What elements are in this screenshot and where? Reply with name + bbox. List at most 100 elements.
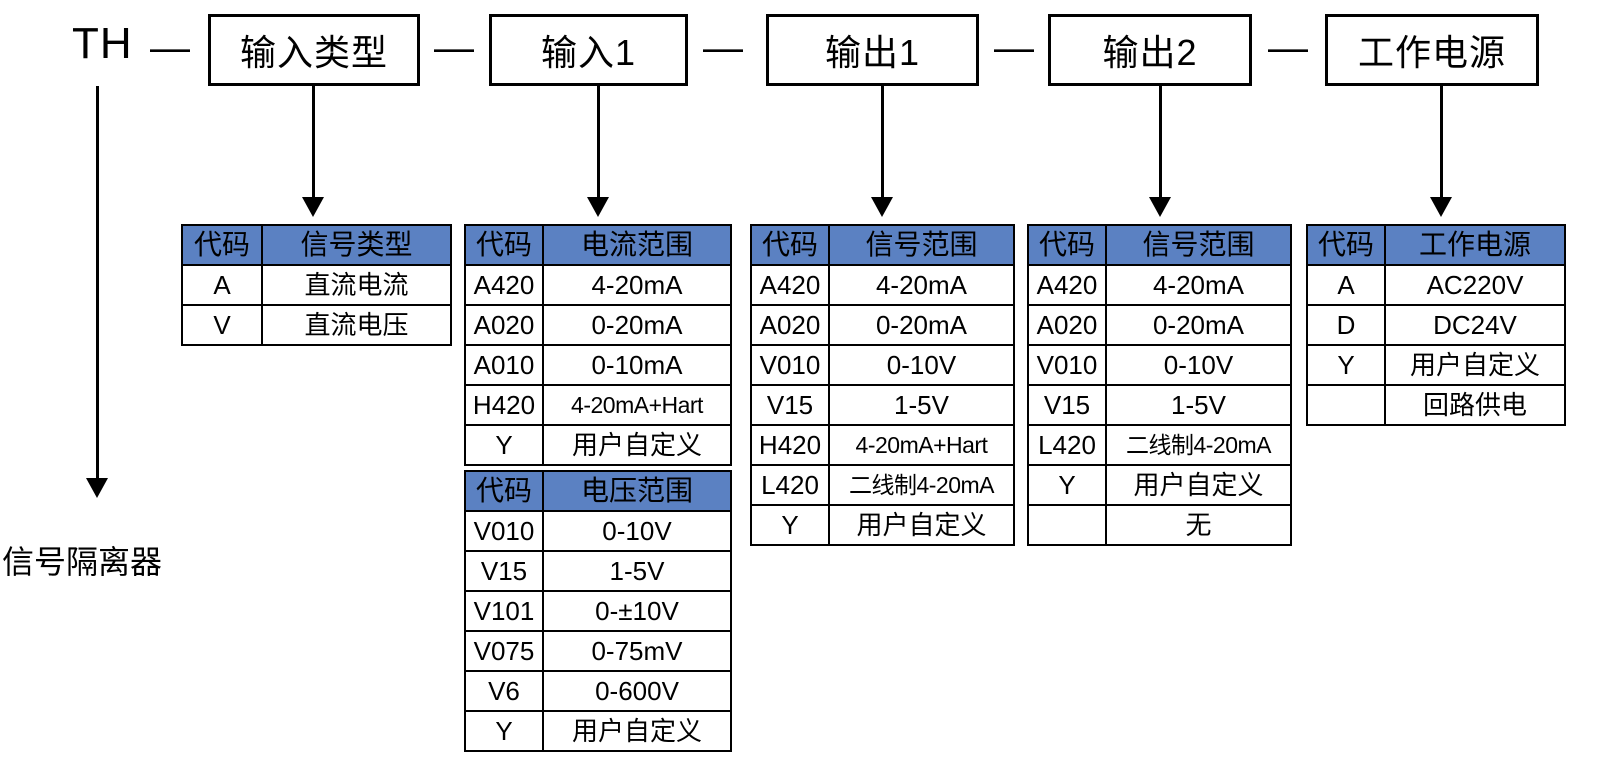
cell-code <box>1306 384 1386 426</box>
cell-value: 4-20mA <box>542 264 732 306</box>
connector-arrow-output1 <box>871 197 893 217</box>
separator-dash-3: — <box>703 26 743 70</box>
connector-arrow-output2 <box>1149 197 1171 217</box>
cell-value: AC220V <box>1384 264 1566 306</box>
cell-value: 4-20mA+Hart <box>542 384 732 426</box>
segment-box-output2: 输出2 <box>1048 14 1252 86</box>
table-row: 无 <box>1027 504 1292 546</box>
cell-code: L420 <box>1027 424 1107 466</box>
connector-arrow-input-type <box>302 197 324 217</box>
column-header-value: 工作电源 <box>1384 224 1566 266</box>
cell-code: Y <box>1027 464 1107 506</box>
cell-code: V010 <box>750 344 830 386</box>
cell-code: V15 <box>1027 384 1107 426</box>
segment-box-input1: 输入1 <box>489 14 688 86</box>
segment-box-input-type: 输入类型 <box>208 14 420 86</box>
connector-arrow-power <box>1430 197 1452 217</box>
cell-code: A010 <box>464 344 544 386</box>
cell-code: A020 <box>1027 304 1107 346</box>
separator-dash-5: — <box>1268 26 1308 70</box>
column-header-value: 信号类型 <box>261 224 452 266</box>
cell-code: A020 <box>750 304 830 346</box>
column-header-code: 代码 <box>750 224 830 266</box>
segment-box-power: 工作电源 <box>1325 14 1539 86</box>
cell-value: 1-5V <box>542 550 732 592</box>
column-header-code: 代码 <box>464 470 544 512</box>
column-header-value: 信号范围 <box>828 224 1015 266</box>
cell-code: A020 <box>464 304 544 346</box>
cell-code: A420 <box>1027 264 1107 306</box>
cell-value: 用户自定义 <box>1384 344 1566 386</box>
column-header-code: 代码 <box>181 224 263 266</box>
cell-code <box>1027 504 1107 546</box>
cell-code: A420 <box>464 264 544 306</box>
product-caption: 信号隔离器 <box>2 544 163 580</box>
table-header-row: 代码工作电源 <box>1306 224 1566 266</box>
cell-value: 直流电压 <box>261 304 452 346</box>
cell-code: H420 <box>464 384 544 426</box>
cell-value: 0-10V <box>1105 344 1292 386</box>
cell-value: 0-20mA <box>542 304 732 346</box>
column-header-value: 电流范围 <box>542 224 732 266</box>
table-header-row: 代码信号类型 <box>181 224 452 266</box>
column-header-code: 代码 <box>464 224 544 266</box>
cell-code: Y <box>464 710 544 752</box>
cell-value: 0-10V <box>828 344 1015 386</box>
cell-value: 无 <box>1105 504 1292 546</box>
separator-dash-2: — <box>434 26 474 70</box>
cell-value: 0-10mA <box>542 344 732 386</box>
table-header-row: 代码信号范围 <box>750 224 1015 266</box>
connector-arrow-input1 <box>587 197 609 217</box>
cell-code: V075 <box>464 630 544 672</box>
column-header-code: 代码 <box>1306 224 1386 266</box>
cell-value: 0-20mA <box>1105 304 1292 346</box>
connector-line-input-type <box>312 86 315 199</box>
cell-code: V15 <box>750 384 830 426</box>
table-header-row: 代码电流范围 <box>464 224 732 266</box>
cell-code: L420 <box>750 464 830 506</box>
cell-code: V6 <box>464 670 544 712</box>
cell-code: V010 <box>464 510 544 552</box>
table-header-row: 代码电压范围 <box>464 470 732 512</box>
cell-value: 用户自定义 <box>1105 464 1292 506</box>
cell-code: D <box>1306 304 1386 346</box>
cell-value: 用户自定义 <box>542 710 732 752</box>
connector-line-power <box>1440 86 1443 199</box>
cell-value: 二线制4-20mA <box>1105 424 1292 466</box>
table-header-row: 代码信号范围 <box>1027 224 1292 266</box>
cell-code: A <box>1306 264 1386 306</box>
cell-code: Y <box>1306 344 1386 386</box>
cell-value: 1-5V <box>1105 384 1292 426</box>
cell-value: 4-20mA <box>1105 264 1292 306</box>
cell-code: H420 <box>750 424 830 466</box>
cell-code: V101 <box>464 590 544 632</box>
